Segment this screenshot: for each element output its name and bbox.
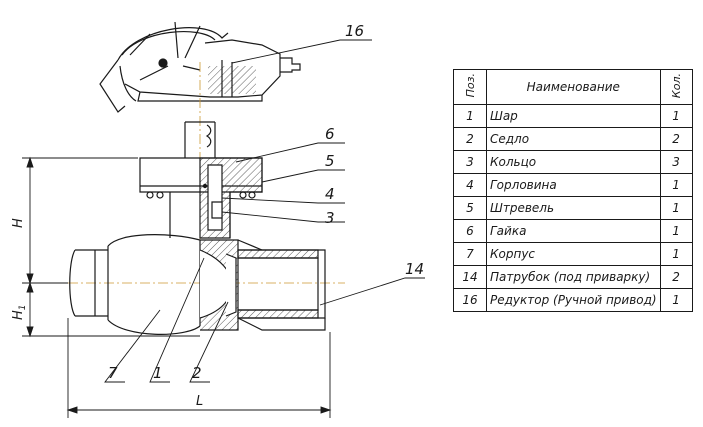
section-right-half <box>199 239 326 331</box>
callout-2: 2 <box>192 364 202 382</box>
dimension-L: L <box>196 394 203 409</box>
row-name: Патрубок (под приварку) <box>486 265 661 289</box>
row-pos: 7 <box>453 242 487 266</box>
row-pos: 6 <box>453 219 487 243</box>
callout-5: 5 <box>325 152 335 170</box>
row-qty: 1 <box>659 173 693 197</box>
row-name: Корпус <box>486 242 661 266</box>
row-name: Штревель <box>486 196 661 220</box>
callout-6: 6 <box>325 125 335 143</box>
row-qty: 3 <box>659 150 693 174</box>
header-qty: Кол. <box>669 72 683 99</box>
row-qty: 1 <box>659 219 693 243</box>
row-name: Гайка <box>486 219 661 243</box>
row-name: Кольцо <box>486 150 661 174</box>
row-pos: 14 <box>453 265 487 289</box>
row-pos: 1 <box>453 104 487 128</box>
row-name: Седло <box>486 127 661 151</box>
row-qty: 1 <box>659 242 693 266</box>
row-pos: 2 <box>453 127 487 151</box>
row-qty: 2 <box>659 265 693 289</box>
header-pos: Поз. <box>463 73 477 98</box>
row-qty: 1 <box>659 196 693 220</box>
callout-16: 16 <box>345 22 364 40</box>
row-name: Горловина <box>486 173 661 197</box>
valve-body <box>69 234 201 335</box>
row-pos: 3 <box>453 150 487 174</box>
row-qty: 2 <box>659 127 693 151</box>
callout-3: 3 <box>325 209 335 227</box>
header-name: Наименование <box>486 69 661 105</box>
row-pos: 5 <box>453 196 487 220</box>
row-name: Редуктор (Ручной привод) <box>486 288 661 312</box>
leader-lines <box>104 39 425 383</box>
parts-table-header: Поз. Наименование Кол. <box>453 69 693 105</box>
row-qty: 1 <box>659 288 693 312</box>
dimension-H1: H1 <box>11 304 28 320</box>
callout-1: 1 <box>153 364 163 382</box>
row-qty: 1 <box>659 104 693 128</box>
dimension-lines <box>22 156 332 418</box>
callout-14: 14 <box>405 260 424 278</box>
stem-and-flange <box>139 121 263 239</box>
callout-4: 4 <box>325 185 335 203</box>
callout-7: 7 <box>108 364 118 382</box>
row-name: Шар <box>486 104 661 128</box>
dimension-H: H <box>11 218 26 228</box>
row-pos: 16 <box>453 288 487 312</box>
row-pos: 4 <box>453 173 487 197</box>
